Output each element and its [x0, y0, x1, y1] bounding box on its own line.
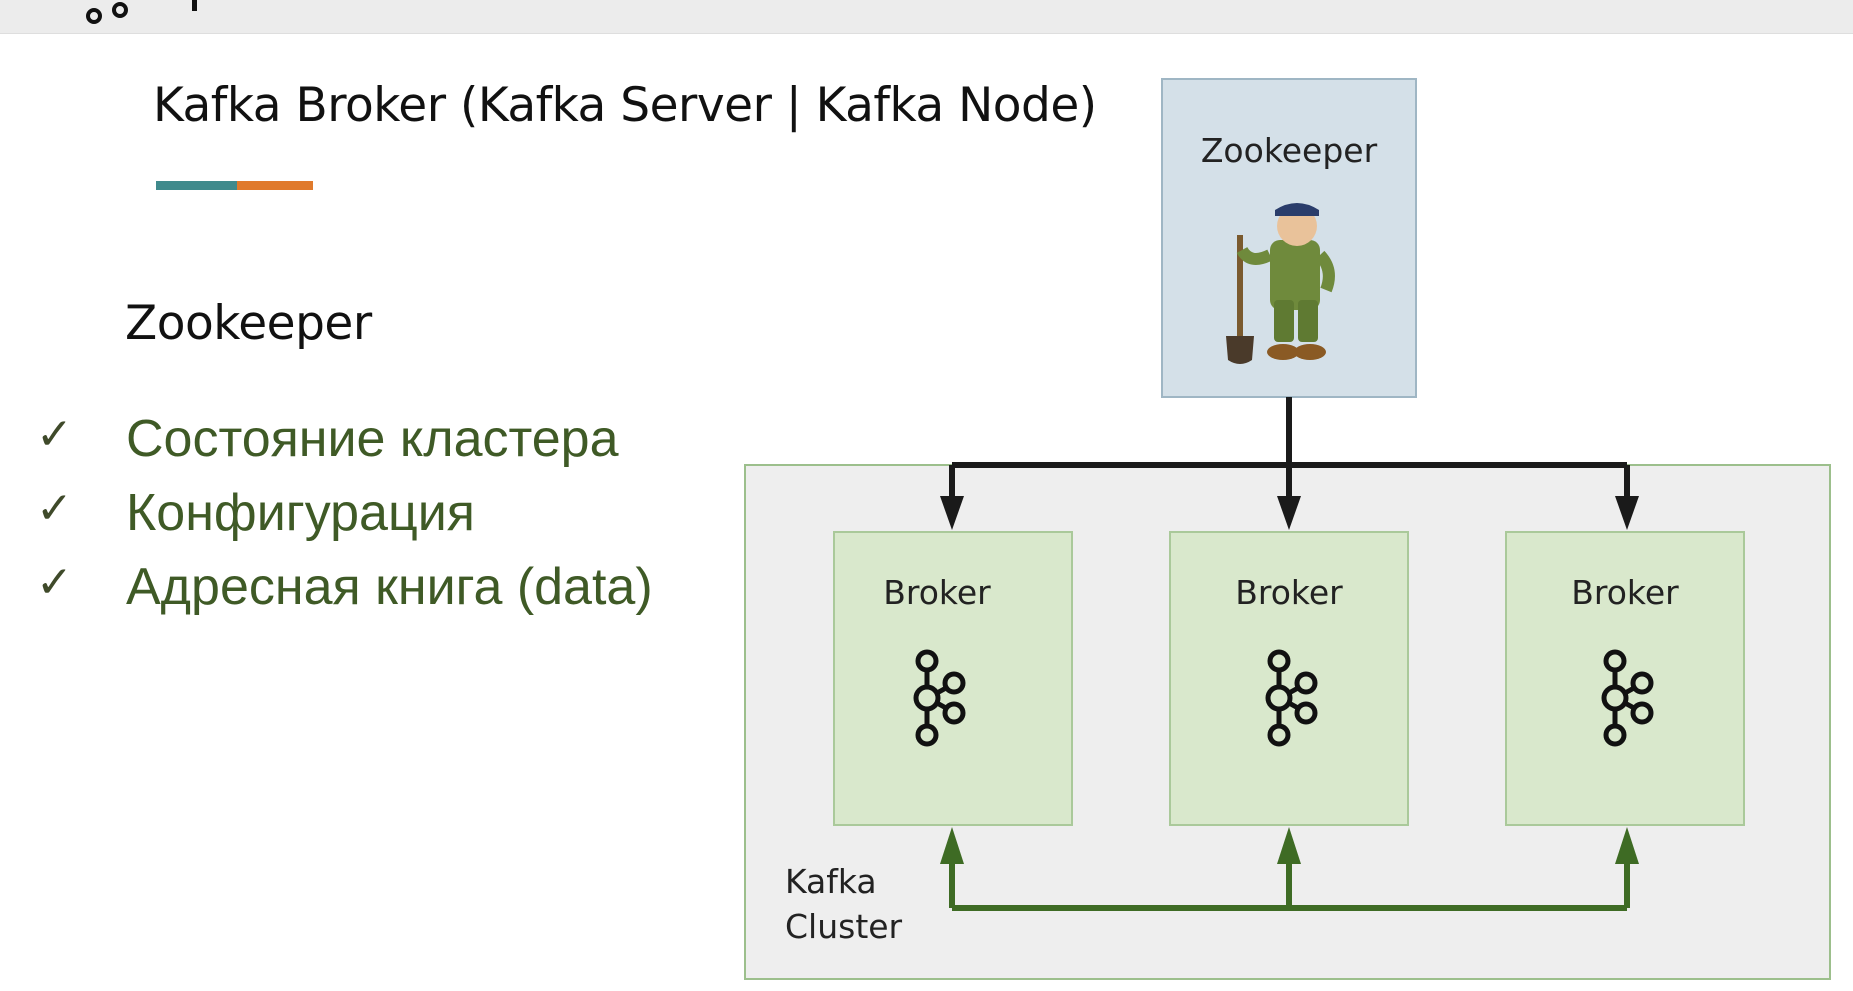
arrowhead-green	[940, 827, 964, 864]
top-bar	[0, 0, 1853, 34]
checklist-item-text: Адресная книга (data)	[126, 558, 653, 616]
slide-title: Kafka Broker (Kafka Server | Kafka Node)	[153, 78, 1097, 133]
underline-teal	[156, 181, 237, 190]
zookeeper-mascot-icon	[1226, 203, 1335, 364]
underline-orange	[237, 181, 313, 190]
broker-node: Broker	[833, 531, 1073, 826]
broker-node: Broker	[1505, 531, 1745, 826]
broker-node: Broker	[1169, 531, 1409, 826]
arrowhead-green	[1615, 827, 1639, 864]
arrowhead-black	[1277, 496, 1301, 530]
cluster-label-line1: Kafka	[785, 862, 877, 901]
broker-interconnect	[940, 827, 1639, 911]
broker-label: Broker	[1571, 573, 1679, 612]
cluster-label-line2: Cluster	[785, 907, 903, 946]
broker-box	[1169, 531, 1409, 826]
zookeeper-label: Zookeeper	[1201, 131, 1378, 170]
title-underline	[156, 181, 313, 190]
arrowhead-black	[1615, 496, 1639, 530]
checklist-item-text: Конфигурация	[126, 484, 475, 542]
check-icon: ✓	[36, 557, 73, 608]
check-icon: ✓	[36, 409, 73, 460]
broker-box	[1505, 531, 1745, 826]
broker-label: Broker	[883, 573, 991, 612]
broker-box	[833, 531, 1073, 826]
arrowhead-green	[1277, 827, 1301, 864]
broker-label: Broker	[1235, 573, 1343, 612]
zookeeper-connectors	[940, 397, 1639, 530]
check-icon: ✓	[36, 483, 73, 534]
arrowhead-black	[940, 496, 964, 530]
section-heading: Zookeeper	[125, 296, 372, 351]
brand-logo-icon	[86, 0, 197, 24]
checklist-item-text: Состояние кластера	[126, 410, 619, 468]
